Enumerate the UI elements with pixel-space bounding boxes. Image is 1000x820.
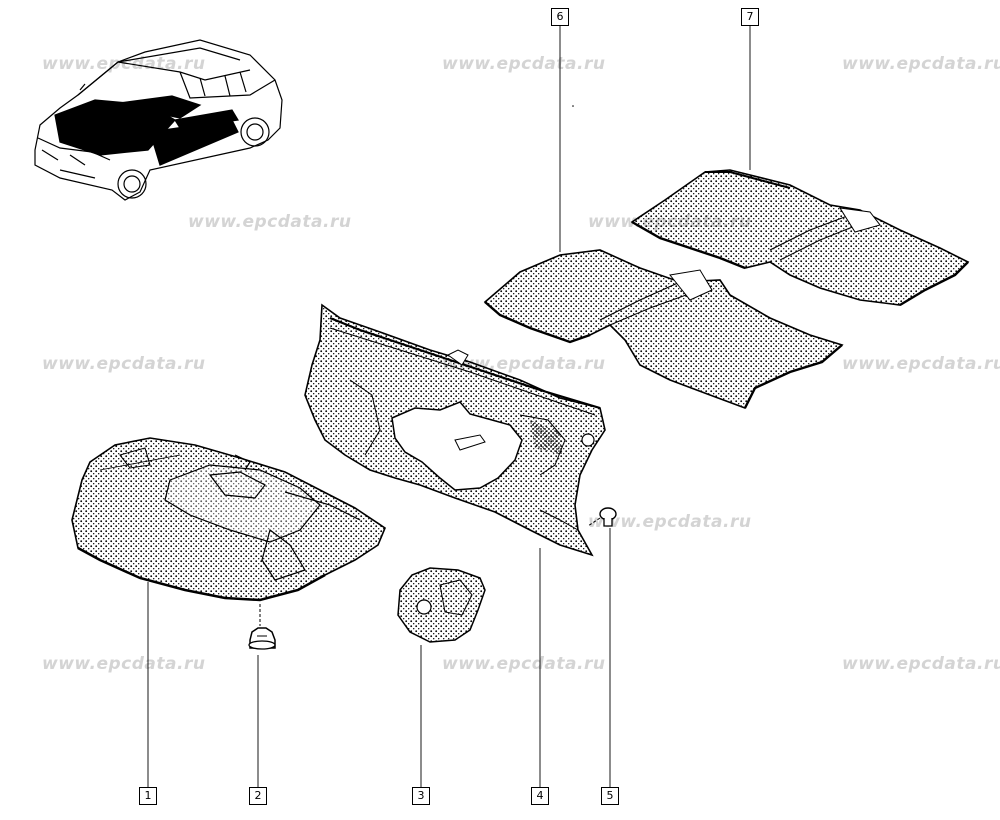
watermark: www.epcdata.ru: [442, 654, 606, 674]
callout-6[interactable]: 6: [551, 8, 569, 26]
part-2-clip: [248, 604, 276, 650]
part-3-insulation-pad: [397, 567, 486, 643]
watermark: www.epcdata.ru: [188, 212, 352, 232]
part-4-bulkhead-insulation: [304, 303, 606, 557]
callout-2[interactable]: 2: [249, 787, 267, 805]
callout-5[interactable]: 5: [601, 787, 619, 805]
watermark: www.epcdata.ru: [42, 354, 206, 374]
part-5-fastener: [587, 507, 617, 527]
watermark: www.epcdata.ru: [842, 54, 1000, 74]
watermark: www.epcdata.ru: [588, 512, 752, 532]
callout-3[interactable]: 3: [412, 787, 430, 805]
watermark: www.epcdata.ru: [442, 54, 606, 74]
vehicle-location-thumbnail: [34, 39, 283, 201]
callout-4[interactable]: 4: [531, 787, 549, 805]
stray-mark: [572, 105, 574, 107]
callout-7[interactable]: 7: [741, 8, 759, 26]
part-1-hood-insulation: [71, 437, 386, 602]
watermark: www.epcdata.ru: [42, 654, 206, 674]
part-7-rear-floor-carpet: [630, 169, 970, 307]
leader-lines: [147, 26, 751, 788]
watermark: www.epcdata.ru: [842, 654, 1000, 674]
watermark: www.epcdata.ru: [842, 354, 1000, 374]
callout-1[interactable]: 1: [139, 787, 157, 805]
part-6-front-floor-carpet: [483, 249, 844, 409]
